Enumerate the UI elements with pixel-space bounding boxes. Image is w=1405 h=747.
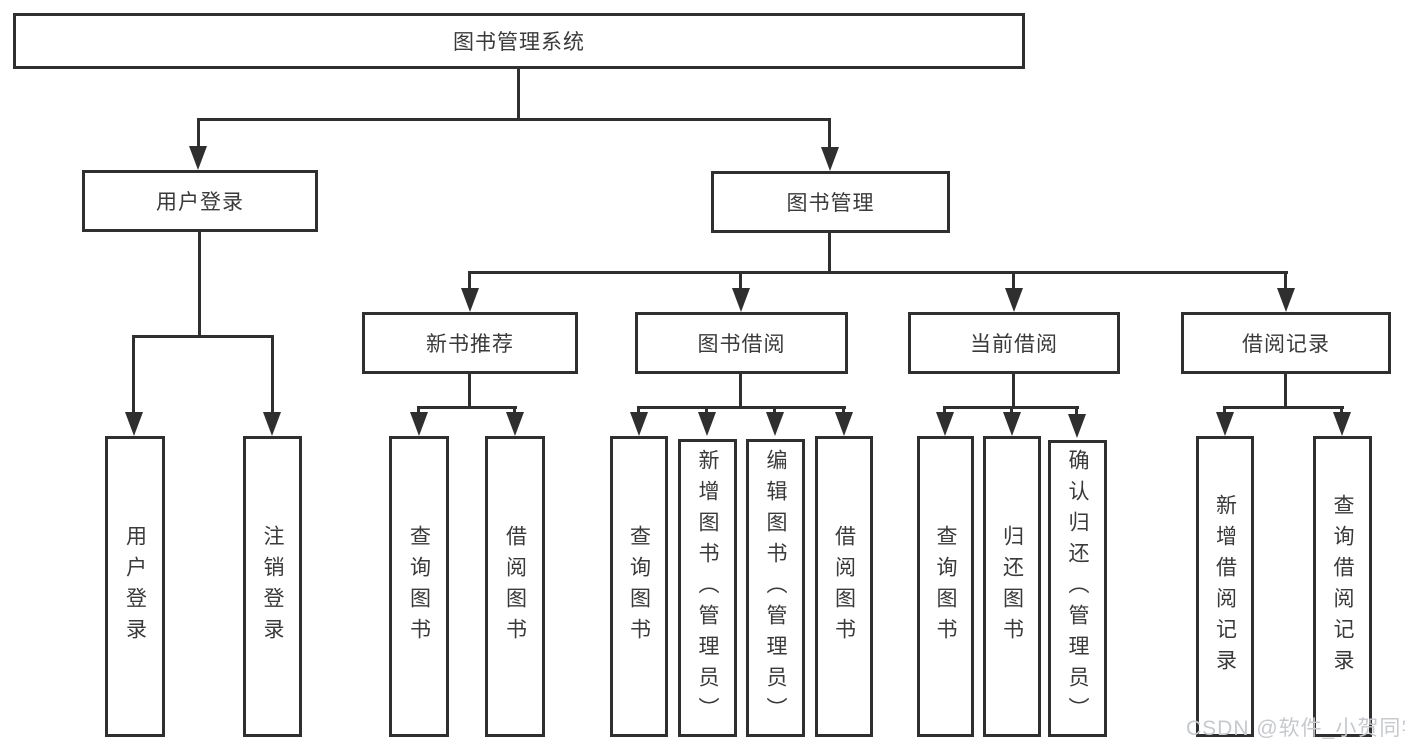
arrow-down-icon [766, 412, 784, 436]
connector-bookmgmt-drop-3 [1012, 271, 1015, 290]
arrow-down-icon [1277, 288, 1295, 312]
connector-bookmgmt-stem [828, 233, 831, 271]
arrow-down-icon [630, 412, 648, 436]
arrow-down-icon [189, 146, 207, 170]
connector-recommend-drop-2 [513, 406, 516, 414]
connector-recommend-drop-1 [417, 406, 420, 414]
connector-userlogin-stem [198, 232, 201, 335]
connector-userlogin-drop-1 [132, 335, 135, 414]
leaf-user-login: 用户登录 [105, 436, 165, 737]
leaf-return-books: 归还图书 [983, 436, 1041, 737]
arrow-down-icon [506, 412, 524, 436]
connector-root-drop-right [828, 118, 831, 149]
connector-records-rail [1223, 406, 1344, 409]
arrow-down-icon [461, 288, 479, 312]
connector-borrow-drop-2 [705, 406, 708, 414]
node-library-management-system: 图书管理系统 [13, 13, 1025, 69]
node-book-borrow: 图书借阅 [635, 312, 848, 374]
connector-recommend-rail [417, 406, 517, 409]
leaf-query-books-borrow: 查询图书 [610, 436, 668, 737]
leaf-edit-book-admin: 编辑图书（管理员） [746, 439, 805, 737]
connector-userlogin-drop-2 [271, 335, 274, 414]
leaf-confirm-return-admin: 确认归还（管理员） [1048, 440, 1107, 737]
leaf-logout: 注销登录 [243, 436, 302, 737]
arrow-down-icon [410, 412, 428, 436]
connector-records-drop-1 [1223, 406, 1226, 414]
connector-bookmgmt-drop-2 [739, 271, 742, 290]
arrow-down-icon [835, 412, 853, 436]
connector-root-drop-left [197, 118, 200, 148]
connector-root-rail [197, 118, 831, 121]
leaf-query-books-current: 查询图书 [917, 436, 974, 737]
connector-root-stem [517, 69, 520, 118]
node-book-management: 图书管理 [711, 171, 950, 233]
arrow-down-icon [1005, 288, 1023, 312]
arrow-down-icon [698, 412, 716, 436]
node-borrow-records: 借阅记录 [1181, 312, 1391, 374]
leaf-borrow-books-recommend: 借阅图书 [485, 436, 545, 737]
connector-borrow-stem [739, 374, 742, 406]
connector-records-drop-2 [1340, 406, 1343, 414]
arrow-down-icon [732, 288, 750, 312]
connector-bookmgmt-drop-1 [468, 271, 471, 290]
connector-current-drop-3 [1075, 406, 1078, 416]
leaf-query-books-recommend: 查询图书 [389, 436, 449, 737]
connector-userlogin-rail [132, 335, 274, 338]
connector-borrow-drop-3 [773, 406, 776, 414]
connector-bookmgmt-drop-4 [1284, 271, 1287, 290]
connector-recommend-stem [468, 374, 471, 406]
node-current-borrow: 当前借阅 [908, 312, 1120, 374]
connector-current-drop-2 [1010, 406, 1013, 414]
connector-borrow-rail [637, 406, 846, 409]
connector-current-stem [1012, 374, 1015, 406]
connector-borrow-drop-1 [637, 406, 640, 414]
node-user-login: 用户登录 [82, 170, 318, 232]
connector-records-stem [1284, 374, 1287, 406]
arrow-down-icon [936, 412, 954, 436]
arrow-down-icon [125, 412, 143, 436]
watermark: CSDN @软件_小贺同学 [1186, 717, 1405, 740]
arrow-down-icon [1333, 412, 1351, 436]
arrow-down-icon [1068, 414, 1086, 438]
leaf-borrow-books: 借阅图书 [815, 436, 873, 737]
node-new-book-recommend: 新书推荐 [362, 312, 578, 374]
arrow-down-icon [821, 147, 839, 171]
arrow-down-icon [1216, 412, 1234, 436]
leaf-query-borrow-record: 查询借阅记录 [1313, 436, 1372, 737]
arrow-down-icon [1003, 412, 1021, 436]
leaf-add-borrow-record: 新增借阅记录 [1196, 436, 1254, 737]
connector-borrow-drop-4 [842, 406, 845, 414]
connector-bookmgmt-rail [468, 271, 1288, 274]
arrow-down-icon [263, 412, 281, 436]
leaf-add-book-admin: 新增图书（管理员） [678, 439, 737, 737]
connector-current-drop-1 [943, 406, 946, 414]
